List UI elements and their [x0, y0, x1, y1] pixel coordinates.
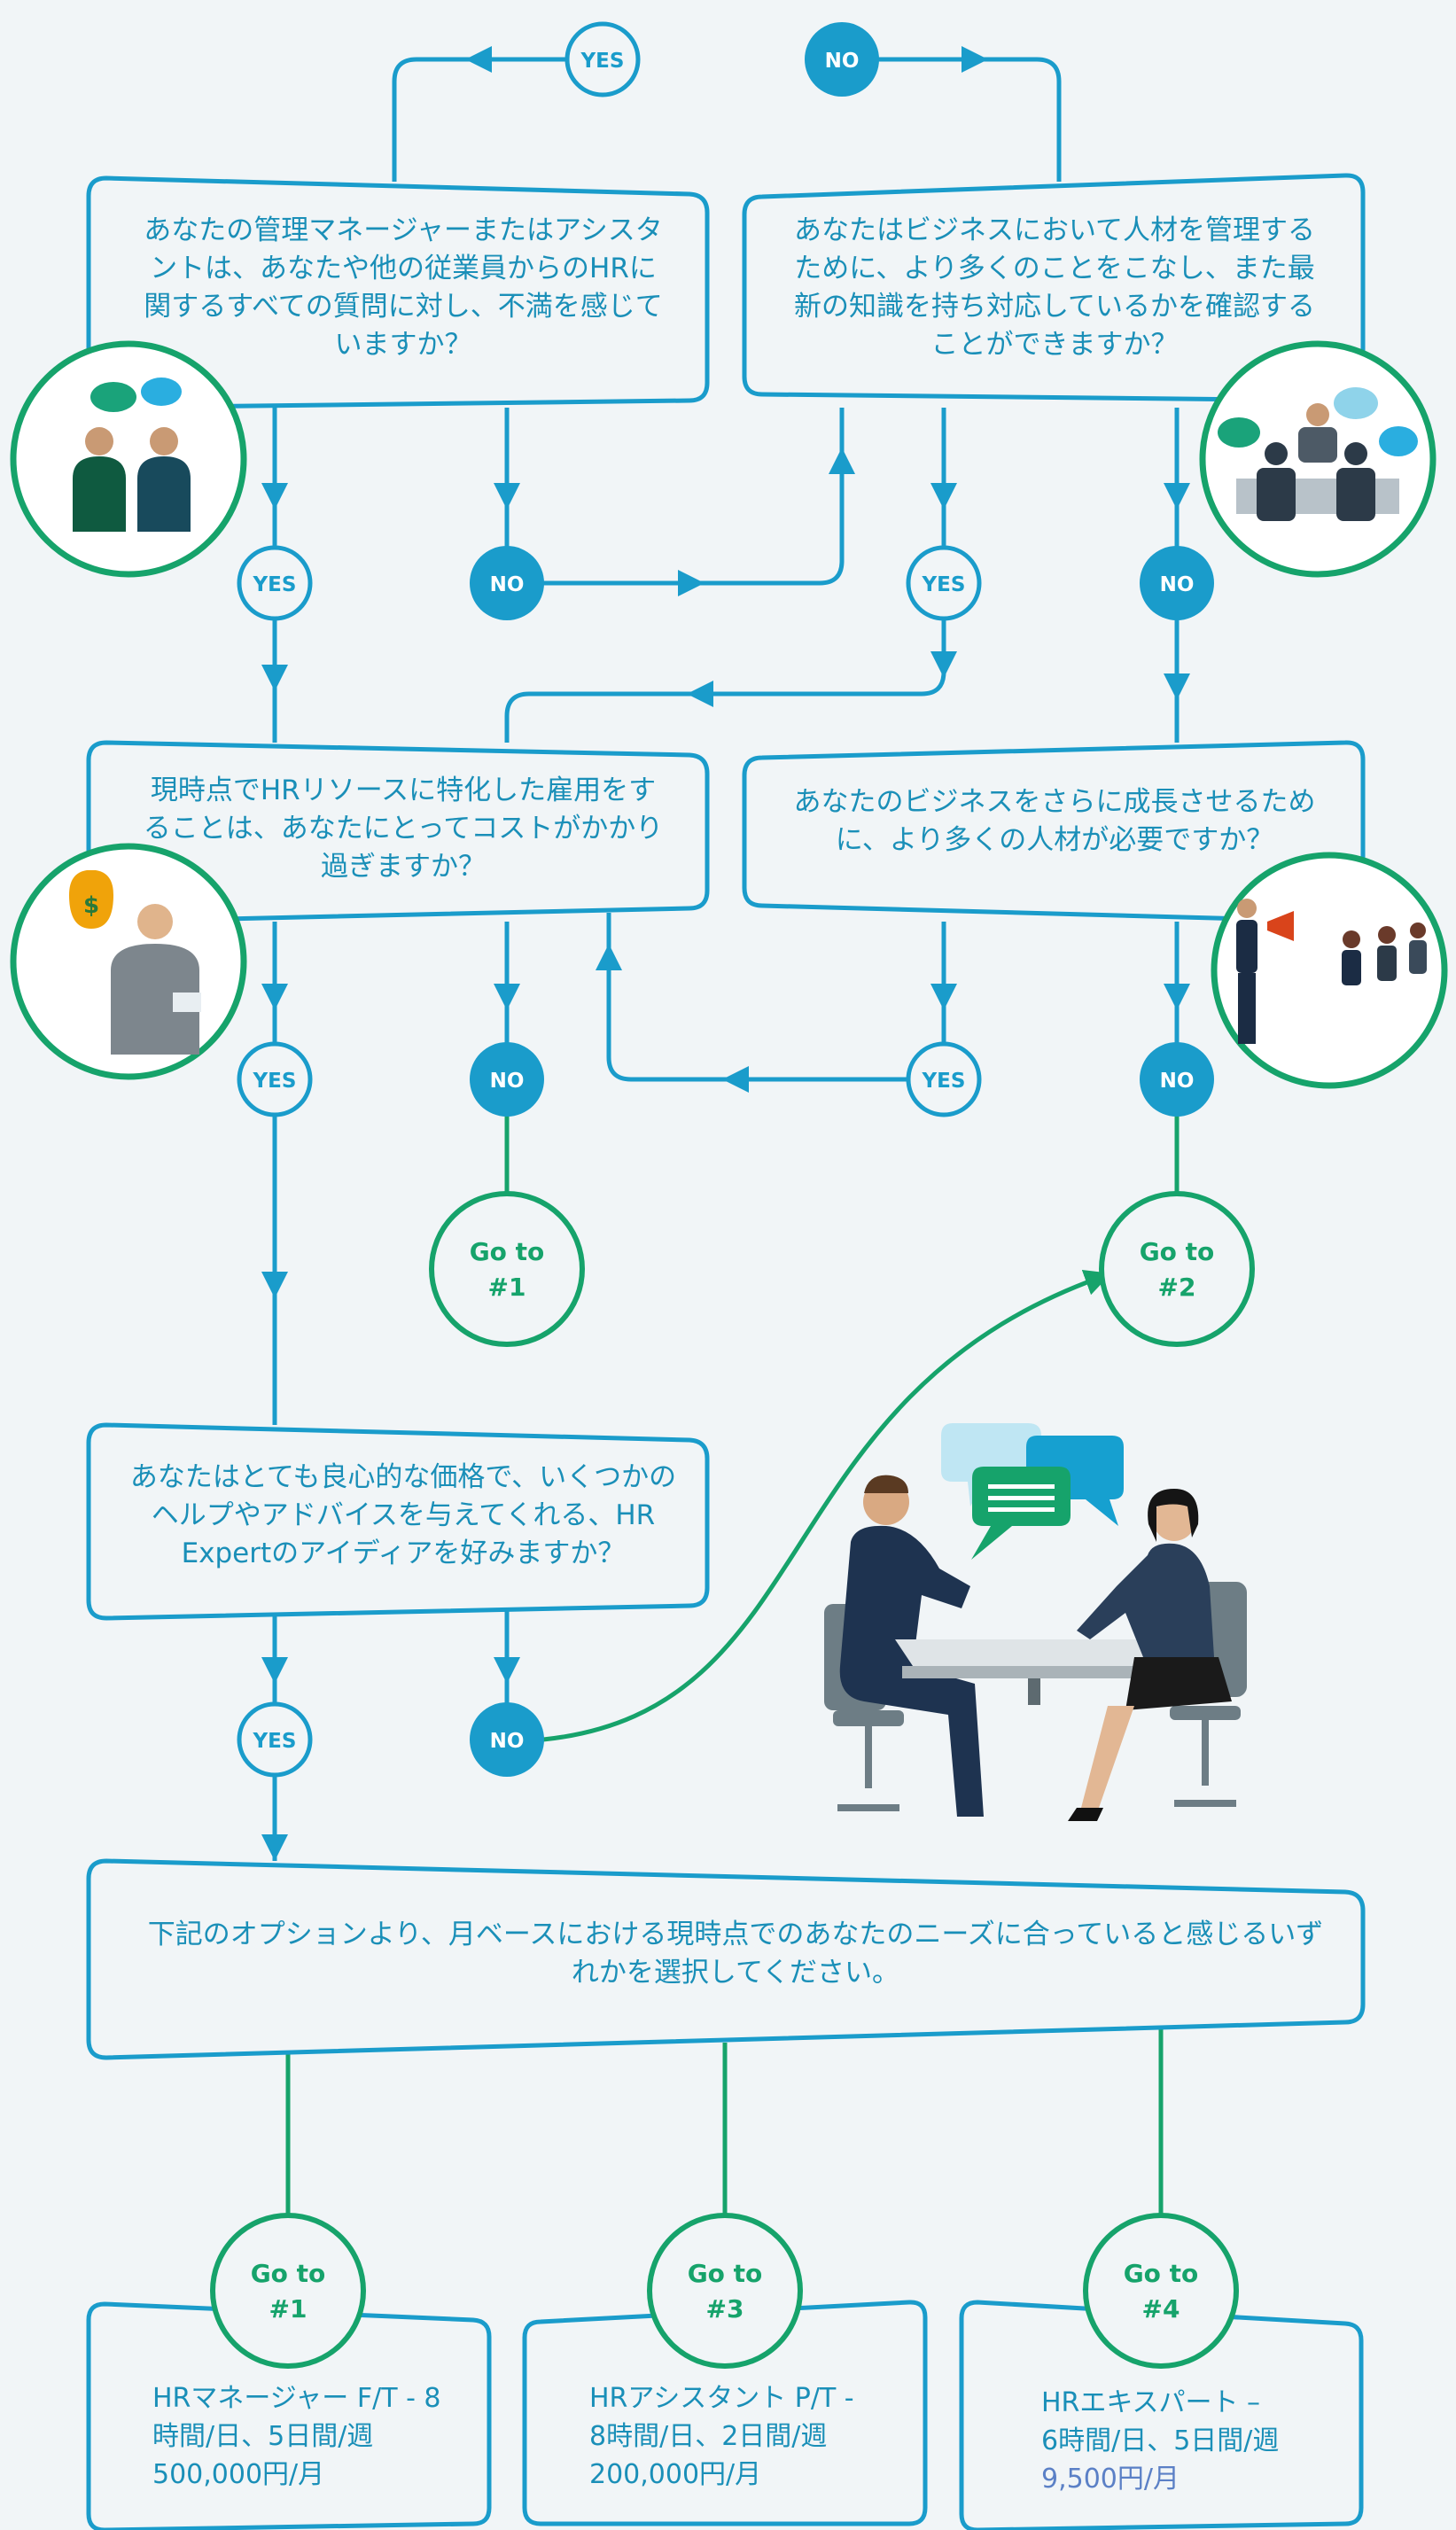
connector-no1-to-q2 [543, 408, 845, 586]
option-2-price: 200,000円/月 [589, 2459, 762, 2490]
option-2-schedule: 8時間/日、2日間/週 [589, 2421, 828, 2452]
no-circle-q3: NO [470, 1042, 544, 1117]
dollar-icon: $ [83, 892, 99, 919]
goto-line1: Go to [251, 2259, 326, 2288]
option-boxes [86, 2300, 1364, 2530]
question-box-6 [86, 1858, 1366, 2060]
option-box-2 [522, 2300, 928, 2526]
question-box-1 [86, 175, 710, 410]
yes-label: YES [253, 573, 297, 596]
no-label: NO [490, 1730, 525, 1753]
question-boxes [86, 173, 1366, 2060]
option-box-1 [86, 2301, 492, 2530]
no-label: NO [490, 573, 525, 596]
option-3-schedule: 6時間/日、5日間/週 [1041, 2425, 1280, 2456]
yes-circle-q1: YES [237, 545, 313, 621]
speech-bubble-icon [941, 1423, 1041, 1506]
goto-circle-option-1: Go to #1 [210, 2213, 366, 2369]
question-3-text: 現時点でHRリソースに特化した雇用をすることは、あなたにとってコストがかかり過ぎ… [143, 774, 664, 883]
connector-no-to-q2 [877, 57, 1062, 182]
illustration-presentation [1211, 852, 1448, 1089]
illustration-meeting [1199, 340, 1437, 578]
question-5-text: あなたはとても良心的な価格で、いくつかのヘルプやアドバイスを与えてくれる、HR … [129, 1460, 677, 1569]
yes-circle-top: YES [564, 21, 641, 97]
option-2-text: HRアシスタント P/T - 8時間/日、2日間/週 200,000円/月 [589, 2379, 917, 2503]
option-1-schedule: 時間/日、5日間/週 [152, 2421, 374, 2452]
question-6-text: 下記のオプションより、月ベースにおける現時点でのあなたのニーズに合っていると感じ… [147, 1919, 1324, 1989]
message-icon [971, 1467, 1071, 1560]
goto-line2: #4 [1142, 2294, 1180, 2324]
question-4-text: あなたのビジネスをさらに成長させるために、より多くの人材が必要ですか？ [793, 786, 1316, 856]
goto-line1: Go to [470, 1237, 545, 1266]
option-3-text: HRエキスパート – 6時間/日、5日間/週 9,500円/月 [1041, 2384, 1351, 2508]
connector-no5-to-goto2 [542, 1270, 1112, 1742]
question-box-3 [86, 740, 710, 924]
no-label: NO [1160, 573, 1195, 596]
connectors [261, 46, 1190, 1861]
yes-label: YES [253, 1070, 297, 1093]
yes-circle-q2: YES [906, 545, 982, 621]
option-box-3 [959, 2300, 1364, 2530]
option-3-price: 9,500円/月 [1041, 2464, 1180, 2495]
connector-yes-to-q1 [392, 57, 567, 182]
question-2-text: あなたはビジネスにおいて人材を管理するために、より多くのことをこなし、また最新の… [793, 214, 1316, 361]
no-circle-top: NO [805, 22, 879, 97]
option-1-title: HRマネージャー F/T - 8 [152, 2383, 441, 2414]
goto-line2: #1 [269, 2294, 308, 2324]
goto-line2: #2 [1158, 1273, 1196, 1302]
option-2-title: HRアシスタント P/T - [589, 2383, 854, 2414]
illustration-interview [824, 1423, 1247, 1821]
yes-circle-q4: YES [906, 1041, 982, 1117]
question-1-text: あなたの管理マネージャーまたはアシスタントは、あなたや他の従業員からのHRに関す… [144, 214, 663, 361]
no-circle-q5: NO [470, 1702, 544, 1777]
no-label: NO [1160, 1070, 1195, 1093]
goto-line1: Go to [688, 2259, 763, 2288]
goto-line1: Go to [1140, 1237, 1215, 1266]
connector-yes4-to-q3 [606, 913, 907, 1082]
green-connectors [285, 1116, 1180, 2233]
yes-label: YES [922, 573, 966, 596]
yes-label: YES [253, 1730, 297, 1753]
no-circle-q1: NO [470, 546, 544, 620]
goto-circle-2: Go to #2 [1099, 1191, 1255, 1347]
no-label: NO [490, 1070, 525, 1093]
illustration-two-men-talking [10, 340, 247, 578]
illustration-businessman-money: $ [10, 843, 247, 1080]
no-circle-q2: NO [1140, 546, 1214, 620]
question-box-5 [86, 1422, 710, 1621]
no-label: NO [825, 50, 860, 73]
option-3-title: HRエキスパート – [1041, 2387, 1261, 2418]
goto-circle-option-4: Go to #4 [1083, 2213, 1239, 2369]
goto-line2: #3 [706, 2294, 744, 2324]
option-1-text: HRマネージャー F/T - 8 時間/日、5日間/週 500,000円/月 [152, 2379, 480, 2503]
goto-line2: #1 [488, 1273, 526, 1302]
goto-circle-1-upper: Go to #1 [429, 1191, 585, 1347]
goto-circles: Go to #1 Go to #2 Go to #1 Go to #3 Go t… [210, 1191, 1255, 2369]
decision-circles: YES NO YES NO YES NO YES NO [237, 21, 1214, 1778]
goto-circle-option-3: Go to #3 [647, 2213, 803, 2369]
connector-yes2-to-q3 [504, 619, 946, 743]
goto-line1: Go to [1124, 2259, 1199, 2288]
yes-circle-q5: YES [237, 1701, 313, 1778]
yes-label: YES [580, 50, 625, 73]
option-1-price: 500,000円/月 [152, 2459, 325, 2490]
no-circle-q4: NO [1140, 1042, 1214, 1117]
yes-circle-q3: YES [237, 1041, 313, 1117]
yes-label: YES [922, 1070, 966, 1093]
speech-bubble-icon [1026, 1436, 1124, 1526]
